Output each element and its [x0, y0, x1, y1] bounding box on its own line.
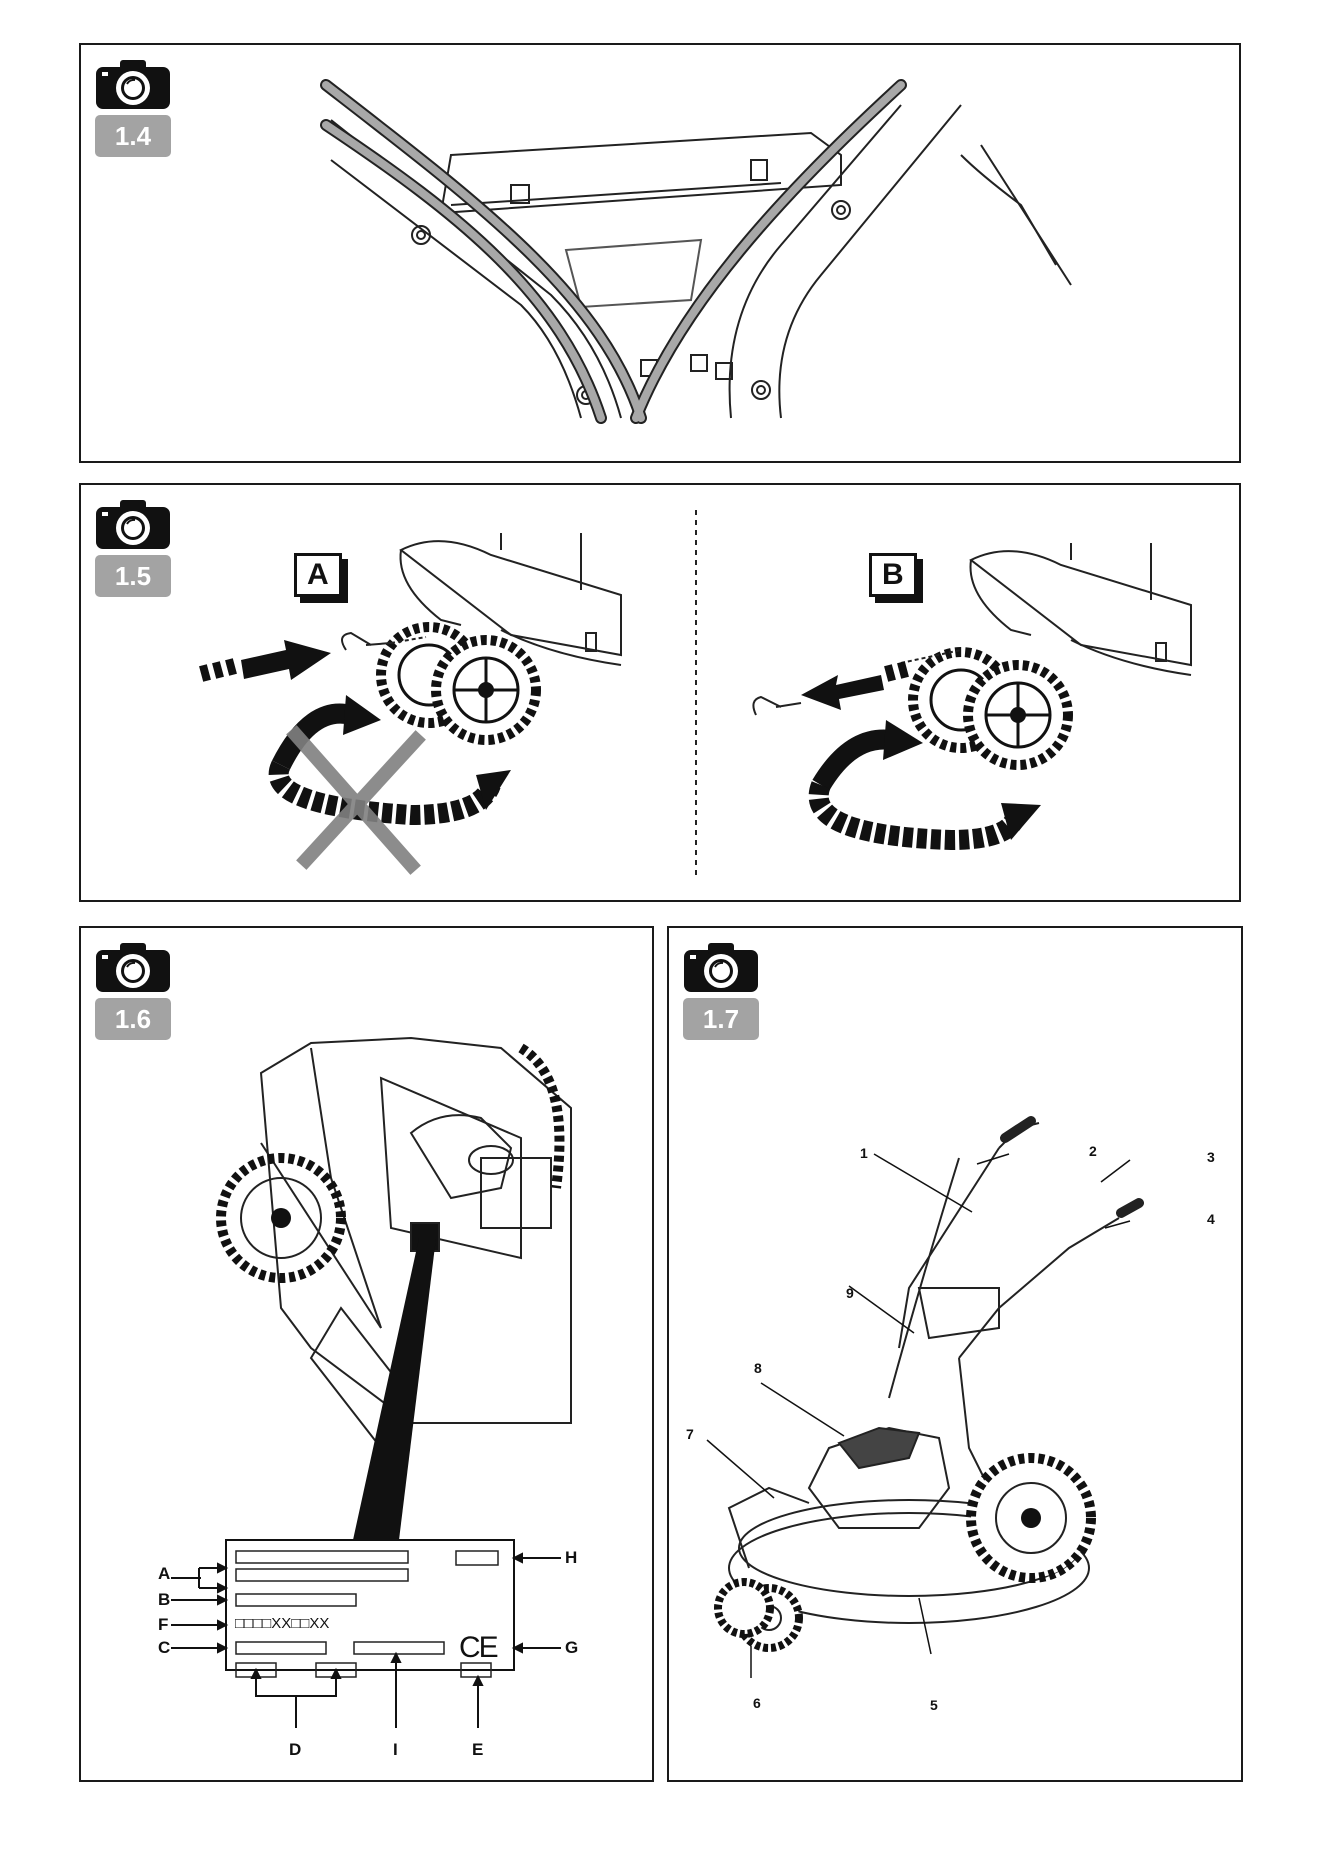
plate-label-f: F — [158, 1615, 168, 1635]
plate-label-e: E — [472, 1740, 483, 1760]
plate-label-d: D — [289, 1740, 301, 1760]
plate-label-b: B — [158, 1590, 170, 1610]
figure-panel-1-5: 1.5 A — [79, 483, 1241, 902]
front-wheels-b — [913, 652, 1068, 765]
front-wheels-a — [381, 627, 536, 740]
callout-8: 8 — [754, 1360, 762, 1376]
handle-cable-illustration — [81, 45, 1239, 461]
callout-5: 5 — [930, 1697, 938, 1713]
callout-7: 7 — [686, 1426, 694, 1442]
ce-mark: CE — [459, 1631, 497, 1665]
callout-1: 1 — [860, 1145, 868, 1161]
plate-label-a: A — [158, 1564, 170, 1584]
plate-label-g: G — [565, 1638, 578, 1658]
callout-6: 6 — [753, 1695, 761, 1711]
figure-panel-1-6: 1.6 — [79, 926, 654, 1782]
plate-label-i: I — [393, 1740, 398, 1760]
plate-label-h: H — [565, 1548, 577, 1568]
figure-panel-1-7: 1.7 — [667, 926, 1243, 1782]
plate-serial-format: □□□□XX□□XX — [235, 1615, 329, 1632]
figure-panel-1-4: 1.4 — [79, 43, 1241, 463]
machine-overview-illustration — [669, 928, 1241, 1780]
wheel-lock-illustration — [81, 485, 1239, 900]
variant-b-label: B — [869, 553, 917, 597]
callout-2: 2 — [1089, 1143, 1097, 1159]
plate-label-c: C — [158, 1638, 170, 1658]
callout-4: 4 — [1207, 1211, 1215, 1227]
callout-3: 3 — [1207, 1149, 1215, 1165]
callout-9: 9 — [846, 1285, 854, 1301]
